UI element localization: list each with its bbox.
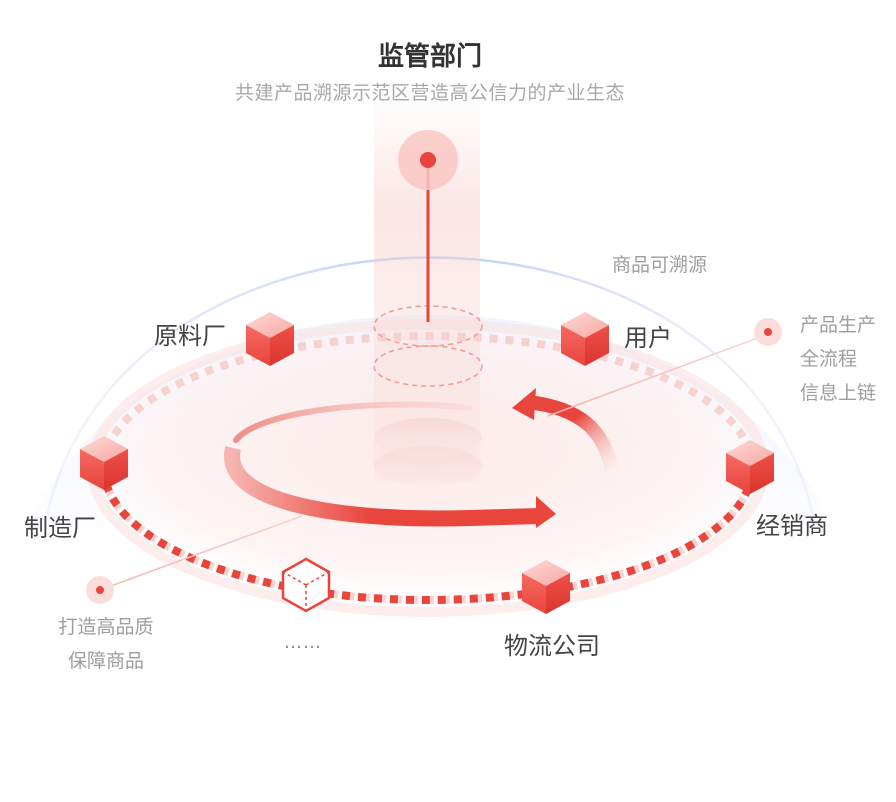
center-disc-bottom xyxy=(374,446,482,486)
center-disc-top xyxy=(374,418,482,458)
connector-quality xyxy=(99,515,303,591)
annotation-onchain-line: 全流程 xyxy=(800,348,858,370)
node-label-manufacturer: 制造厂 xyxy=(24,514,96,542)
flow-arrow-main xyxy=(224,446,541,527)
annotation-quality: 打造高品质 保障商品 xyxy=(46,610,166,678)
annotation-quality-line: 保障商品 xyxy=(67,650,144,672)
arrow-head-main-icon xyxy=(536,496,556,528)
node-label-raw-material: 原料厂 xyxy=(154,322,226,350)
node-label-distributor: 经销商 xyxy=(756,512,828,540)
node-label-user: 用户 xyxy=(624,324,672,352)
annotation-onchain-line: 产品生产 xyxy=(800,314,877,336)
connector-onchain xyxy=(547,333,769,417)
flow-arc-top xyxy=(233,401,473,443)
chain-ring-front xyxy=(100,467,756,604)
annotation-onchain-line: 信息上链 xyxy=(800,382,877,404)
page-subtitle: 共建产品溯源示范区营造高公信力的产业生态 xyxy=(234,82,625,104)
annotation-quality-line: 打造高品质 xyxy=(58,616,154,638)
annotation-onchain: 产品生产 全流程 信息上链 xyxy=(800,308,876,410)
hexagon-cube-icon xyxy=(281,557,331,613)
flow-arrow-back xyxy=(527,395,619,472)
page-title: 监管部门 xyxy=(377,42,482,72)
node-label-more: …… xyxy=(284,632,322,653)
node-label-logistics: 物流公司 xyxy=(504,632,600,660)
arrow-head-back-icon xyxy=(512,388,536,420)
signal-ring-lower xyxy=(373,345,483,387)
annotation-traceable: 商品可溯源 xyxy=(612,254,708,276)
